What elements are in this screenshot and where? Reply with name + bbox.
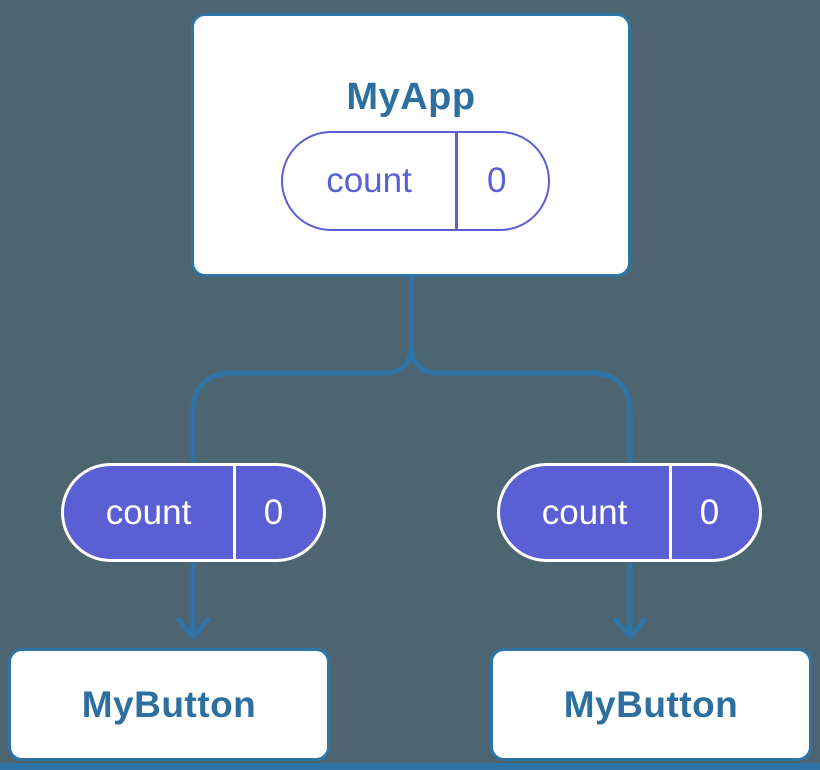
left-child-component-node: MyButton [8, 648, 330, 761]
root-component-node: MyApp count 0 [191, 13, 631, 277]
right-arrowhead-icon [613, 617, 647, 641]
root-state-value: 0 [487, 161, 507, 200]
left-pill-divider [233, 466, 236, 559]
root-state-pill: count 0 [281, 131, 550, 231]
left-arrowhead-icon [176, 617, 210, 641]
left-branch-line [190, 344, 414, 636]
right-branch-line [409, 344, 633, 636]
left-child-component-label: MyButton [81, 684, 257, 725]
left-prop-pill: count 0 [61, 463, 326, 562]
bottom-edge-bar [0, 763, 820, 770]
right-prop-pill: count 0 [497, 463, 762, 562]
right-prop-name: count [541, 492, 628, 532]
right-child-component-label: MyButton [563, 684, 739, 725]
right-pill-divider [669, 466, 672, 559]
right-prop-value: 0 [699, 492, 720, 532]
left-prop-value: 0 [263, 492, 284, 532]
left-prop-name: count [105, 492, 192, 532]
right-child-component-node: MyButton [490, 648, 812, 761]
root-state-name: count [326, 161, 412, 200]
root-component-label: MyApp [346, 76, 476, 118]
root-pill-divider [455, 133, 458, 229]
